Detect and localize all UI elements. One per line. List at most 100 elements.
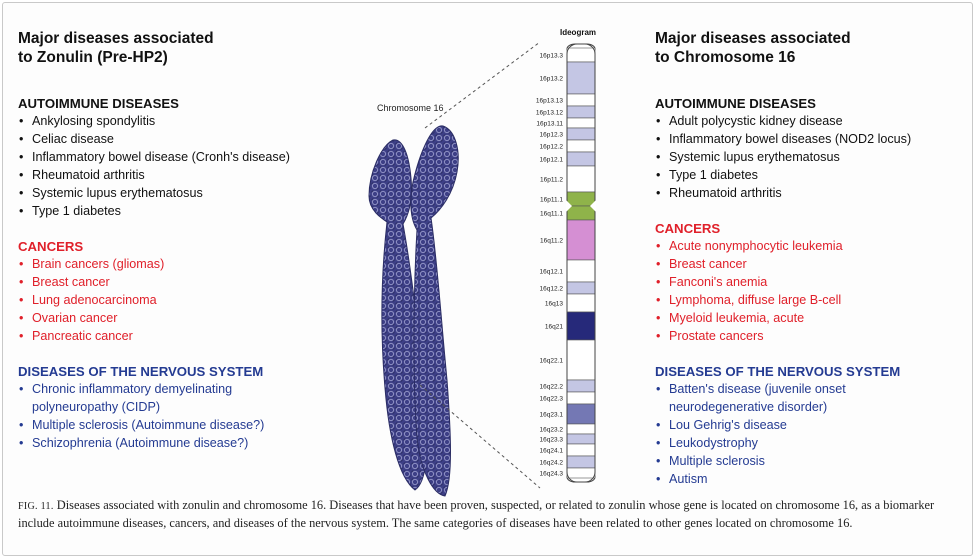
list-item: Fanconi's anemia (655, 273, 965, 291)
right-cancers-heading: CANCERS (655, 221, 721, 236)
ideogram-band (566, 47, 596, 63)
ideogram-band (566, 151, 596, 167)
ideogram-band-label: 16q22.1 (540, 358, 564, 365)
ideogram-band-label: 16q23.3 (540, 437, 564, 444)
list-item: Schizophrenia (Autoimmune disease?) (18, 434, 273, 452)
ideogram-band-label: 16q23.1 (540, 412, 564, 419)
list-item: Prostate cancers (655, 327, 965, 345)
ideogram-band (566, 379, 596, 393)
ideogram-band-label: 16q22.2 (540, 384, 564, 391)
list-item: Type 1 diabetes (18, 202, 358, 220)
chromatid-right (410, 125, 459, 497)
ideogram-band-label: 16p13.11 (536, 121, 563, 128)
chromosome-illustration (368, 125, 459, 497)
figure-caption: FIG. 11. Diseases associated with zonuli… (18, 497, 963, 531)
list-item: Multiple sclerosis (655, 452, 925, 470)
left-autoimmune-heading: AUTOIMMUNE DISEASES (18, 96, 179, 111)
ideogram-band (566, 455, 596, 469)
caption-text: Diseases associated with zonulin and chr… (18, 498, 935, 530)
list-item: Acute nonymphocytic leukemia (655, 237, 965, 255)
left-panel: Major diseases associated to Zonulin (Pr… (18, 29, 358, 452)
ideogram-band-label: 16q11.2 (540, 238, 563, 245)
list-item: Breast cancer (18, 273, 358, 291)
right-autoimmune-heading: AUTOIMMUNE DISEASES (655, 96, 816, 111)
ideogram-band (566, 219, 596, 261)
ideogram-band-label: 16q12.1 (540, 269, 564, 276)
list-item: Celiac disease (18, 130, 358, 148)
list-item: Brain cancers (gliomas) (18, 255, 358, 273)
right-nervous-list: Batten's disease (juvenile onset neurode… (655, 380, 925, 488)
ideogram-band (566, 467, 596, 479)
ideogram-band (566, 93, 596, 107)
ideogram-band-label: 16p13.13 (536, 98, 563, 105)
ideogram-band-label: 16p11.2 (540, 177, 563, 184)
list-item: Multiple sclerosis (Autoimmune disease?) (18, 416, 273, 434)
list-item: Inflammatory bowel diseases (NOD2 locus) (655, 130, 965, 148)
right-autoimmune-list: Adult polycystic kidney diseaseInflammat… (655, 112, 965, 202)
list-item: Systemic lupus erythematosus (655, 148, 965, 166)
ideogram-band-label: 16q11.1 (540, 211, 563, 218)
list-item: Inflammatory bowel disease (Cronh's dise… (18, 148, 358, 166)
left-autoimmune-list: Ankylosing spondylitisCeliac diseaseInfl… (18, 112, 358, 220)
ideogram-band-label: 16q24.2 (540, 460, 564, 467)
chromosome-label: Chromosome 16 (377, 103, 444, 113)
ideogram-band (566, 127, 596, 141)
ideogram-band (566, 403, 596, 425)
list-item: Lung adenocarcinoma (18, 291, 358, 309)
ideogram-band (566, 293, 596, 313)
left-title-line1: Major diseases associated (18, 30, 214, 47)
ideogram-band (566, 443, 596, 457)
ideogram-band-label: 16p13.12 (536, 110, 563, 117)
ideogram-band-label: 16p11.1 (540, 197, 563, 204)
list-item: Breast cancer (655, 255, 965, 273)
list-item: Rheumatoid arthritis (18, 166, 358, 184)
list-item: Adult polycystic kidney disease (655, 112, 965, 130)
list-item: Rheumatoid arthritis (655, 184, 965, 202)
ideogram-band (566, 391, 596, 405)
ideogram-band-label: 16q13 (545, 301, 563, 308)
list-item: Pancreatic cancer (18, 327, 358, 345)
right-panel: Major diseases associated to Chromosome … (655, 29, 965, 488)
ideogram-band (566, 165, 596, 193)
ideogram-band (566, 117, 596, 129)
ideogram-band (566, 205, 596, 221)
ideogram-band-label: 16p12.2 (540, 144, 564, 151)
ideogram-band (566, 311, 596, 341)
ideogram-band (566, 61, 596, 95)
ideogram-band (566, 339, 596, 381)
chromatid-left (368, 139, 428, 491)
right-title-line2: to Chromosome 16 (655, 49, 796, 66)
caption-fig-number: FIG. 11. (18, 501, 54, 512)
list-item: Ankylosing spondylitis (18, 112, 358, 130)
ideogram-band (566, 433, 596, 445)
ideogram: 16p13.316p13.216p13.1316p13.1216p13.1116… (536, 43, 596, 483)
list-item: Leukodystrophy (655, 434, 925, 452)
left-cancers-heading: CANCERS (18, 239, 84, 254)
ideogram-outline (566, 43, 596, 483)
list-item: Type 1 diabetes (655, 166, 965, 184)
list-item: Lymphoma, diffuse large B-cell (655, 291, 965, 309)
ideogram-band-label: 16q24.1 (540, 448, 564, 455)
ideogram-band (566, 259, 596, 283)
list-item: Systemic lupus erythematosus (18, 184, 358, 202)
left-title-line2: to Zonulin (Pre-HP2) (18, 49, 168, 66)
ideogram-band (566, 139, 596, 153)
list-item: Autism (655, 470, 925, 488)
ideogram-band-label: 16q23.2 (540, 427, 564, 434)
ideogram-band (566, 281, 596, 295)
left-nervous-heading: DISEASES OF THE NERVOUS SYSTEM (18, 364, 264, 379)
ideogram-band (566, 191, 596, 207)
ideogram-band-label: 16p12.3 (540, 132, 564, 139)
ideogram-band-label: 16p12.1 (540, 157, 564, 164)
right-nervous-heading: DISEASES OF THE NERVOUS SYSTEM (655, 364, 901, 379)
ideogram-centromere (566, 200, 596, 212)
list-item: Ovarian cancer (18, 309, 358, 327)
ideogram-title: Ideogram (560, 28, 597, 37)
list-item: Myeloid leukemia, acute (655, 309, 965, 327)
ideogram-band-label: 16q12.2 (540, 286, 564, 293)
ideogram-band-label: 16p13.3 (540, 53, 564, 60)
ideogram-band (566, 105, 596, 119)
ideogram-band-label: 16q24.3 (540, 471, 564, 478)
left-cancers-list: Brain cancers (gliomas)Breast cancerLung… (18, 255, 358, 345)
